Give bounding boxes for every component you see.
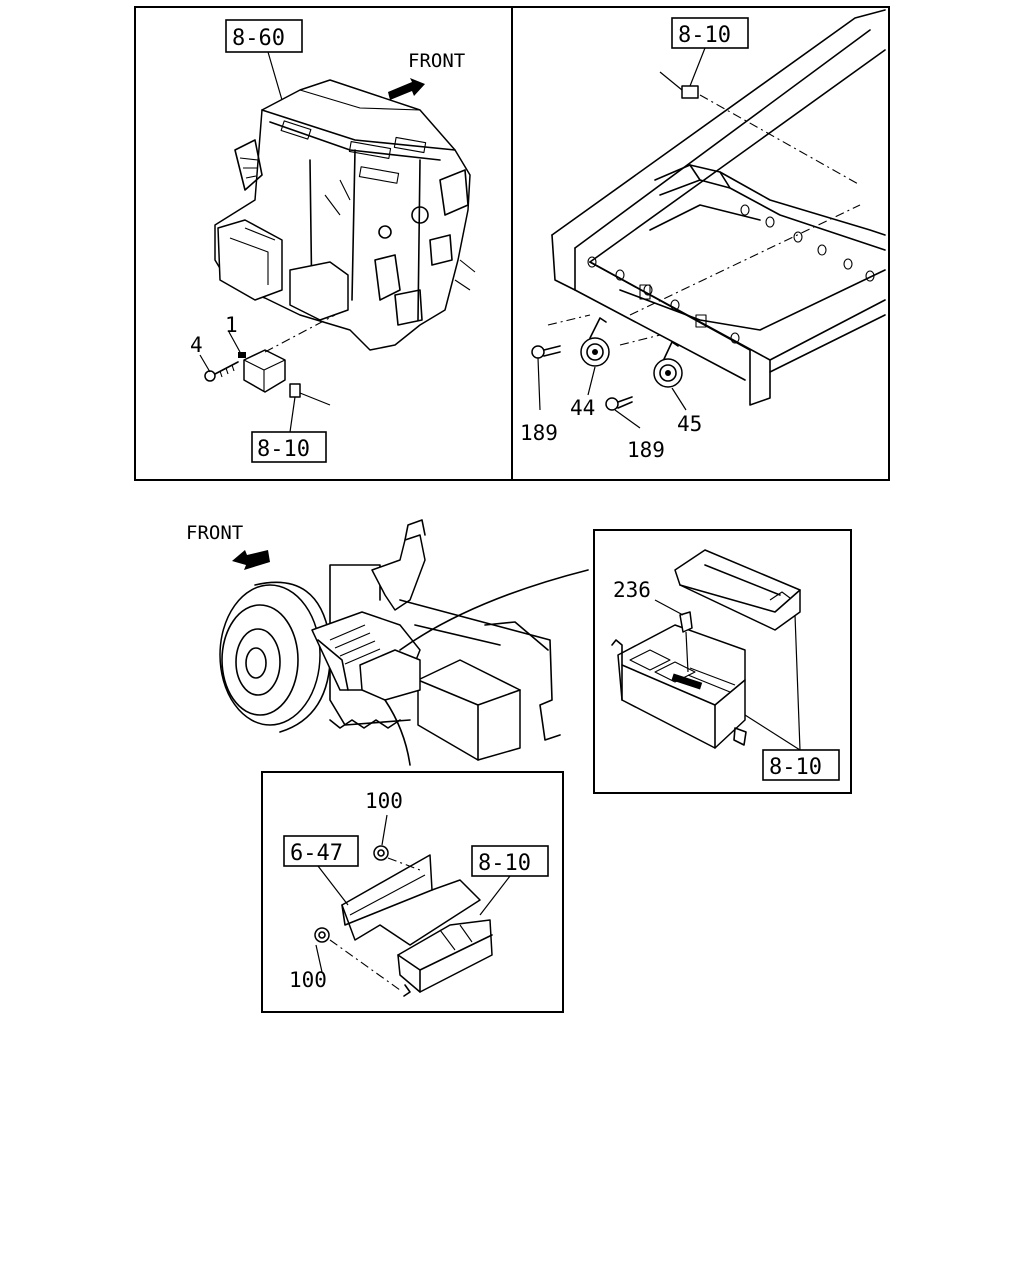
bolt-part-189-b xyxy=(605,396,633,411)
front-label-top: FRONT xyxy=(408,50,465,72)
svg-text:8-10: 8-10 xyxy=(257,437,310,462)
ref-box-6-47: 6-47 xyxy=(283,835,359,867)
actuator-part-1 xyxy=(238,314,336,393)
connector-8-10-left xyxy=(289,383,331,433)
part-label-189-b: 189 xyxy=(627,438,665,462)
connector-8-10-top-right xyxy=(659,47,706,99)
relay-bracket-inset xyxy=(261,771,564,1013)
horn-part-45 xyxy=(653,341,683,388)
front-arrow-icon-bottom xyxy=(232,550,270,570)
svg-text:8-60: 8-60 xyxy=(232,26,285,51)
ref-box-8-10-relay: 8-10 xyxy=(471,845,549,877)
bolt-part-189-a xyxy=(531,345,561,359)
svg-text:6-47: 6-47 xyxy=(290,841,343,866)
fuse-box-inset xyxy=(593,529,852,794)
horn-part-44 xyxy=(580,317,610,367)
ref-box-8-10-top-right: 8-10 xyxy=(671,17,749,49)
svg-text:8-10: 8-10 xyxy=(678,23,731,48)
front-label-bottom: FRONT xyxy=(186,522,243,544)
vehicle-cab-drawing xyxy=(219,519,589,766)
ref-box-8-10-left: 8-10 xyxy=(251,431,327,463)
part-label-1: 1 xyxy=(225,313,238,337)
ref-box-8-60: 8-60 xyxy=(225,19,303,101)
part-label-100-a: 100 xyxy=(365,789,403,813)
part-label-44: 44 xyxy=(570,396,595,420)
part-label-100-b: 100 xyxy=(289,968,327,992)
part-label-236: 236 xyxy=(613,578,651,602)
part-label-45: 45 xyxy=(677,412,702,436)
front-arrow-icon xyxy=(388,78,425,100)
top-panel-frame xyxy=(134,6,890,481)
svg-text:8-10: 8-10 xyxy=(769,755,822,780)
chassis-frame-drawing xyxy=(547,9,886,406)
svg-text:8-10: 8-10 xyxy=(478,851,531,876)
ref-box-8-10-fuse: 8-10 xyxy=(762,749,840,781)
part-label-189-a: 189 xyxy=(520,421,558,445)
hvac-unit-drawing xyxy=(214,79,476,351)
part-label-4: 4 xyxy=(190,333,203,357)
